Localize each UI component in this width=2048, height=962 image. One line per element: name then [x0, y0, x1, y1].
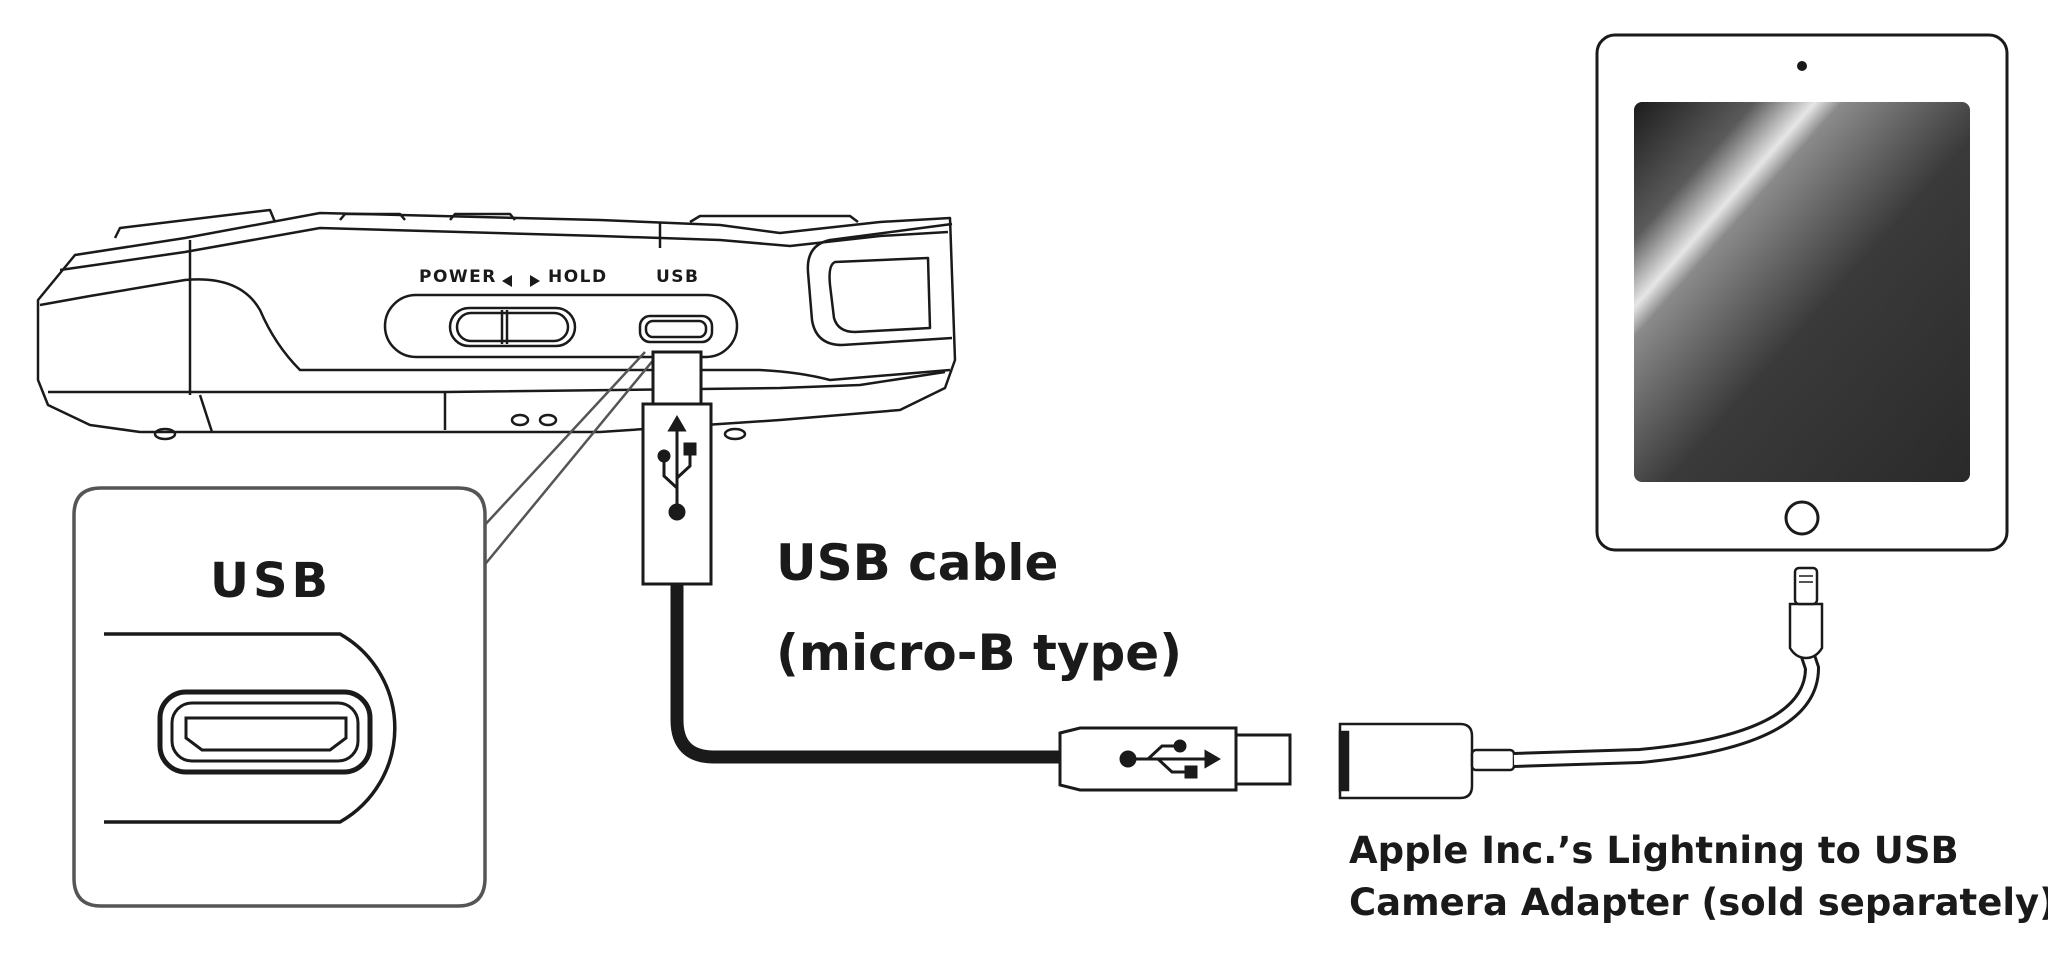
- usb-symbol-icon-horizontal: [1119, 739, 1221, 779]
- adapter-label-line2: Camera Adapter (sold separately): [1349, 881, 2048, 924]
- usb-port-zoom-inset: [72, 486, 487, 908]
- arrow-right-icon: [530, 275, 540, 287]
- home-button-icon: [1784, 500, 1820, 536]
- power-label: POWER: [419, 267, 497, 287]
- usb-cable-label-line1: USB cable: [776, 534, 1058, 592]
- tablet-screen: [1634, 102, 1970, 482]
- usb-symbol-icon: [657, 415, 697, 521]
- zoom-usb-port: [157, 689, 373, 775]
- lightning-camera-adapter: [1338, 566, 1824, 800]
- adapter-label-line1: Apple Inc.’s Lightning to USB: [1349, 829, 1959, 872]
- usb-cable-label-line2: (micro-B type): [776, 624, 1182, 682]
- callout-lines: [481, 351, 656, 569]
- tablet-device: [1595, 33, 2009, 552]
- zoom-usb-label: USB: [210, 553, 332, 609]
- hold-label: HOLD: [548, 267, 608, 287]
- front-camera-icon: [1797, 61, 1807, 71]
- recorder-device: [36, 208, 957, 441]
- arrow-left-icon: [502, 275, 512, 287]
- usb-cable: [641, 350, 1292, 792]
- usb-port-label: USB: [656, 267, 700, 287]
